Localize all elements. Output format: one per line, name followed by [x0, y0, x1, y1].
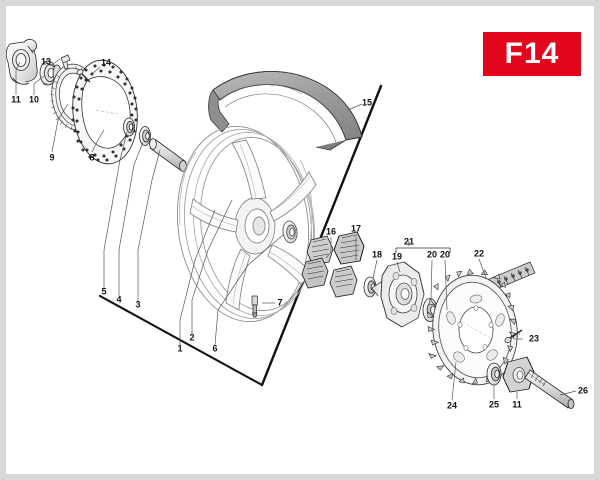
- callout-label-24: 24: [446, 400, 458, 411]
- callout-label-16: 16: [325, 226, 337, 237]
- callout-label-5: 5: [101, 286, 107, 297]
- part-11-caliper-bracket: [6, 39, 38, 85]
- parts-diagram-artwork: [6, 39, 577, 409]
- figure-badge-label: F14: [504, 37, 560, 70]
- part-4-wheel-bearing: [139, 126, 151, 146]
- part-24-rear-sprocket: [427, 268, 518, 386]
- callout-label-22: 22: [473, 248, 485, 259]
- sprocket-bolt-holes: [457, 305, 494, 351]
- callout-label-6: 6: [212, 343, 218, 354]
- part-23-sprocket-bolt: [504, 329, 523, 344]
- part-1-rear-wheel-rim: [176, 125, 316, 323]
- axle-threads: [526, 369, 547, 387]
- callout-label-20b: 20: [439, 249, 451, 260]
- callout-label-20a: 20: [426, 249, 438, 260]
- callout-label-15: 15: [361, 97, 373, 108]
- callout-label-11b: 11: [512, 399, 522, 410]
- callout-label-25: 25: [488, 399, 500, 410]
- sprocket-lightening-holes: [446, 294, 505, 363]
- part-19-wheel-hub-carrier: [371, 261, 425, 328]
- part-14-disc-bolt: [76, 68, 91, 83]
- callout-label-1: 1: [177, 343, 183, 354]
- callout-label-2: 2: [189, 332, 195, 343]
- callout-label-21: 21: [403, 236, 415, 247]
- callout-label-9: 9: [49, 152, 55, 163]
- parts-16-17-cush-drive-rubbers: [301, 231, 365, 298]
- callout-label-7: 7: [277, 297, 283, 308]
- callout-label-10: 10: [28, 94, 40, 105]
- part-15-rear-fender: [208, 71, 363, 151]
- part-25-axle-spacer: [486, 362, 502, 386]
- callout-label-11: 11: [11, 94, 21, 105]
- part-5-bearing-seal: [123, 117, 135, 137]
- callout-label-8: 8: [89, 152, 95, 163]
- callout-label-23: 23: [528, 333, 540, 344]
- part-26-rear-axle: [524, 369, 575, 409]
- part-7-tyre-valve: [251, 295, 258, 318]
- part-11-chain-adjuster: [502, 356, 535, 393]
- part-6-wheel-hub-sleeve: [282, 220, 298, 244]
- callout-label-3: 3: [135, 299, 141, 310]
- callout-label-4: 4: [116, 294, 122, 305]
- callout-label-19: 19: [391, 251, 403, 262]
- callout-label-26: 26: [577, 385, 589, 396]
- part-13-fastener: [60, 54, 71, 70]
- callout-leader-lines: [15, 58, 577, 401]
- callout-label-13: 13: [40, 56, 52, 67]
- callout-label-14: 14: [100, 57, 112, 68]
- callout-label-18: 18: [371, 249, 383, 260]
- callout-label-17: 17: [350, 223, 362, 234]
- figure-badge: F14: [483, 32, 581, 76]
- part-3-axle-spacer: [149, 138, 187, 172]
